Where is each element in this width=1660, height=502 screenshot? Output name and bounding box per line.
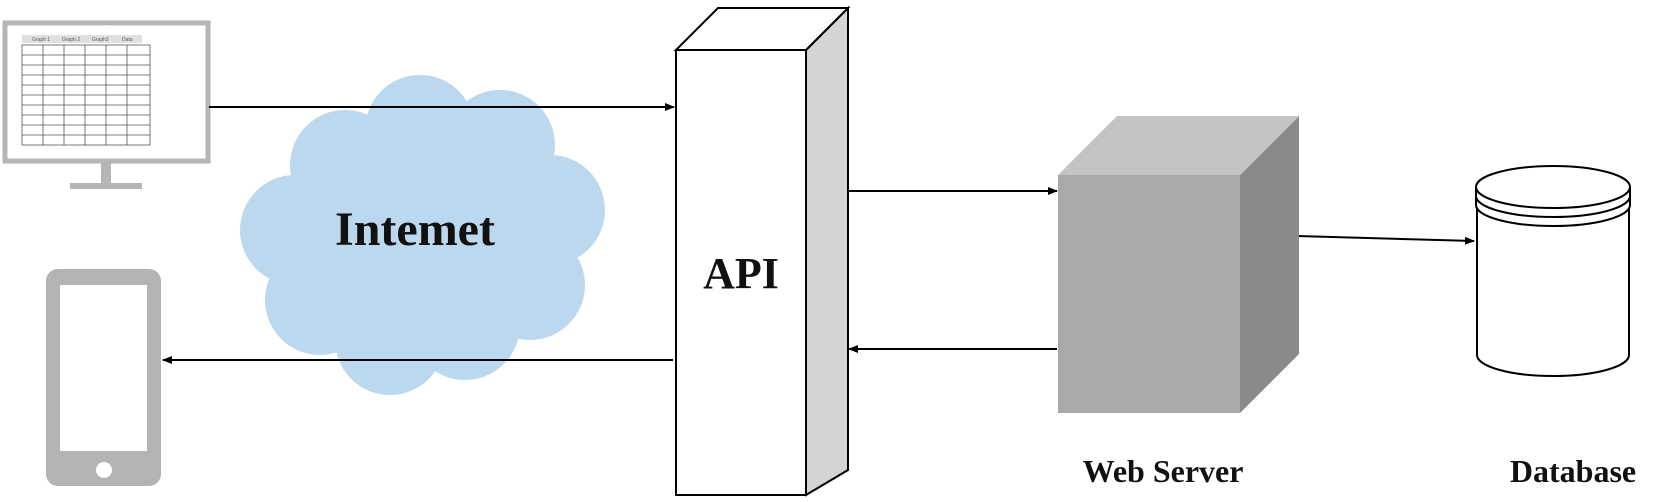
monitor-tab: Graph 1: [32, 37, 50, 43]
monitor-tab: Graph3: [92, 37, 109, 43]
web-server-cube: [1058, 116, 1299, 413]
api-label: API: [703, 249, 779, 298]
desktop-monitor-icon: Graph 1 Graph 2 Graph3 Data: [2, 20, 211, 189]
monitor-tab: Data: [122, 37, 133, 43]
monitor-tab: Graph 2: [62, 37, 80, 43]
arrow-webserver-to-database: [1296, 235, 1475, 245]
cloud-label: Intemet: [335, 203, 495, 256]
internet-cloud: [240, 75, 605, 395]
database-cylinder: [1475, 165, 1631, 377]
web-server-label: Web Server: [1083, 453, 1244, 489]
mobile-phone-icon: [46, 269, 161, 486]
monitor-data-grid: [21, 44, 151, 146]
monitor-tab-bar: Graph 1 Graph 2 Graph3 Data: [22, 35, 142, 43]
database-label: Database: [1510, 453, 1636, 489]
api-gateway-block: [673, 5, 851, 497]
